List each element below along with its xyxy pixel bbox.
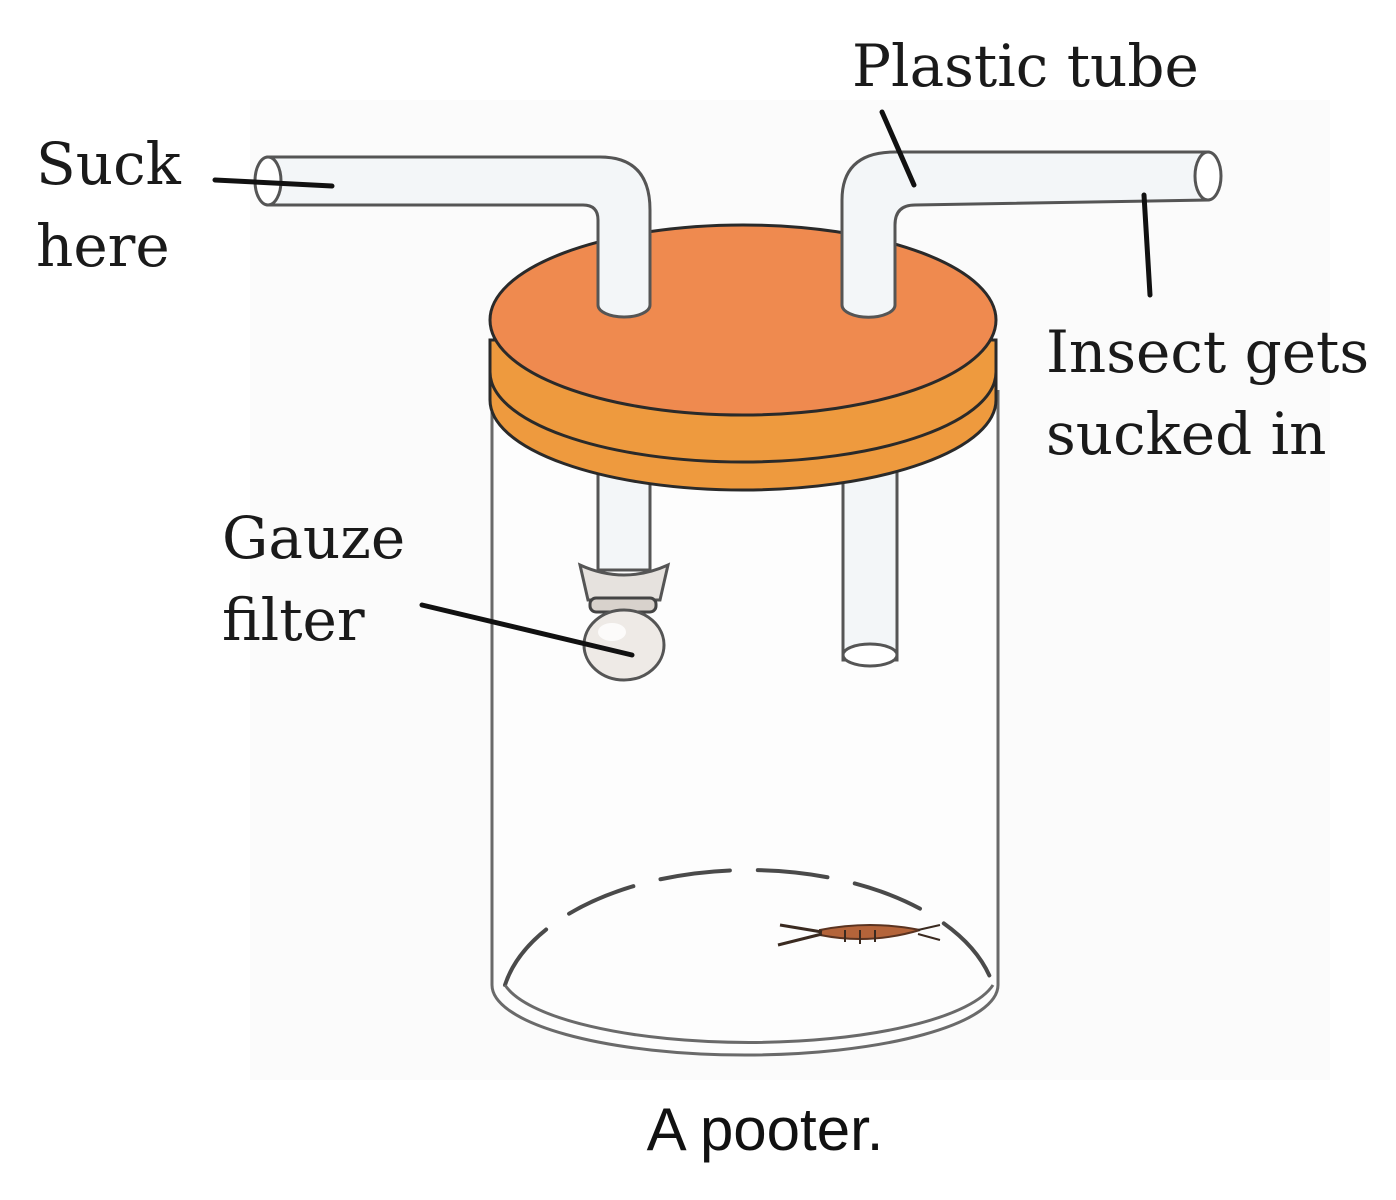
gauze-filter-label: Gauze filter bbox=[222, 504, 424, 654]
inlet-tube bbox=[840, 150, 1223, 319]
insect-icon bbox=[777, 923, 941, 947]
mouthpiece-tube bbox=[253, 155, 652, 319]
plastic-tube-leader bbox=[879, 109, 917, 188]
gauze-filter-leader bbox=[419, 602, 635, 658]
suck-here-leader bbox=[212, 177, 335, 189]
inner-tube-left bbox=[596, 468, 652, 572]
jar-base-rim bbox=[503, 868, 995, 987]
rubber-bung bbox=[488, 223, 998, 492]
insect-sucked-in-label: Insect gets sucked in bbox=[1046, 318, 1388, 468]
plastic-tube-label: Plastic tube bbox=[852, 32, 1199, 100]
inner-tube-right bbox=[841, 468, 899, 668]
gauze-filter bbox=[577, 562, 671, 682]
suck-here-label: Suck here bbox=[36, 130, 199, 280]
figure-caption: A pooter. bbox=[647, 1096, 884, 1163]
insect-leader bbox=[1141, 192, 1153, 298]
